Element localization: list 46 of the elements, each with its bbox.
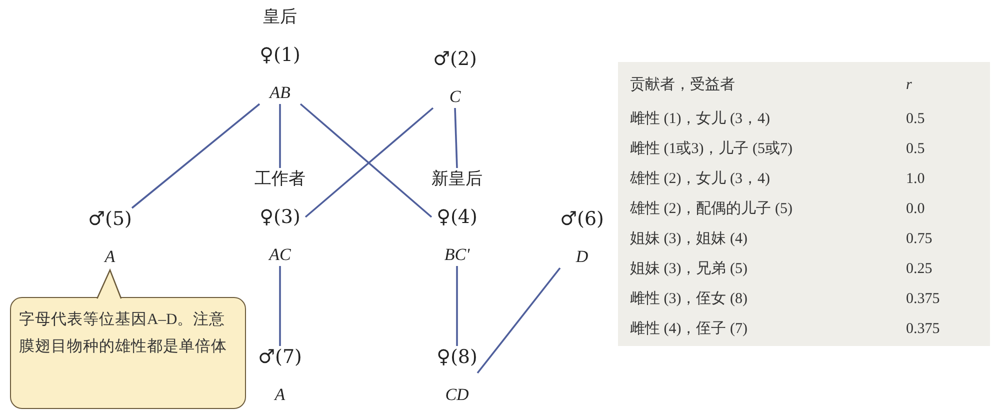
genotype-label: BC' xyxy=(444,244,470,266)
sex-symbol-label: ♂(5) xyxy=(88,208,132,230)
note-text: 字母代表等位基因A–D。注意膜翅目物种的雄性都是单倍体 xyxy=(19,310,228,357)
table-header: 贡献者，受益者 xyxy=(630,76,736,95)
relatedness-value: 0.75 xyxy=(905,230,934,249)
pedigree-line xyxy=(279,104,281,168)
relatedness-value: 0.5 xyxy=(905,110,926,129)
relationship-text: 姐妹 (3)，姐妹 (4) xyxy=(630,230,748,249)
caste-label: 新皇后 xyxy=(432,168,482,190)
genotype-label: C xyxy=(449,86,461,108)
relationship-text: 姐妹 (3)，兄弟 (5) xyxy=(630,260,748,279)
sex-symbol-label: ♂(7) xyxy=(258,346,302,368)
sex-symbol-label: ♀(4) xyxy=(436,206,478,228)
sex-symbol-label: ♀(1) xyxy=(260,44,300,66)
pedigree-line xyxy=(454,108,458,168)
callout-bubble xyxy=(10,297,246,409)
relationship-text: 雄性 (2)，配偶的儿子 (5) xyxy=(630,200,794,219)
relatedness-value: 0.375 xyxy=(905,290,941,309)
relationship-text: 雌性 (1)，女儿 (3，4) xyxy=(630,110,771,129)
genotype-label: AC xyxy=(269,244,291,266)
callout-tail xyxy=(96,268,122,300)
sex-symbol-label: ♀(3) xyxy=(260,206,300,228)
relatedness-value: 1.0 xyxy=(905,170,926,189)
genotype-label: CD xyxy=(445,384,469,406)
pedigree-line xyxy=(476,267,561,374)
genotype-label: AB xyxy=(270,82,290,104)
caste-label: 工作者 xyxy=(254,168,306,190)
sex-symbol-label: ♀(8) xyxy=(436,346,478,368)
relatedness-value: 0.0 xyxy=(905,200,926,219)
relatedness-value: 0.375 xyxy=(905,320,941,339)
sex-symbol-label: ♂(6) xyxy=(560,208,604,230)
relationship-text: 雄性 (2)，女儿 (3，4) xyxy=(630,170,771,189)
relationship-text: 雌性 (1或3)，儿子 (5或7) xyxy=(630,140,794,159)
pedigree-line xyxy=(456,266,458,346)
relationship-text: 雌性 (3)，侄女 (8) xyxy=(630,290,748,309)
pedigree-line xyxy=(131,103,260,209)
genotype-label: D xyxy=(576,246,588,268)
caste-label: 皇后 xyxy=(263,6,297,28)
relationship-text: 雌性 (4)，侄子 (7) xyxy=(630,320,748,339)
sex-symbol-label: ♂(2) xyxy=(433,48,477,70)
table-header: r xyxy=(905,76,913,95)
genotype-label: A xyxy=(274,384,286,406)
relatedness-value: 0.5 xyxy=(905,140,926,159)
genotype-label: A xyxy=(104,246,116,268)
pedigree-line xyxy=(279,266,281,346)
relatedness-value: 0.25 xyxy=(905,260,934,279)
